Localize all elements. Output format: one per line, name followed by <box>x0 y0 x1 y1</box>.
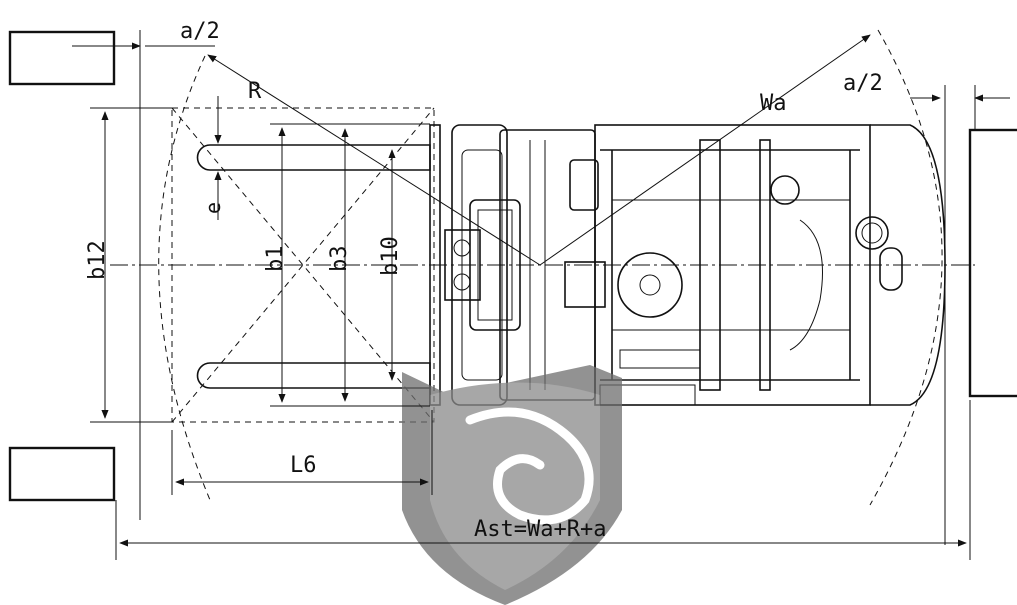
label-L6: L6 <box>290 453 317 478</box>
brick-wall-icon <box>8 446 116 502</box>
fork-upper <box>196 144 431 171</box>
label-b1: b1 <box>263 246 288 273</box>
label-a-half-left: a/2 <box>180 19 220 44</box>
steering-wheel-icon <box>617 252 683 318</box>
dim-R-arrow <box>207 54 541 266</box>
label-a-half-right: a/2 <box>843 71 883 96</box>
brick-wall-icon <box>8 30 116 86</box>
truck-body <box>564 124 946 406</box>
label-b3: b3 <box>327 246 352 273</box>
label-ast-formula: Ast=Wa+R+a <box>474 517 606 542</box>
label-b10: b10 <box>378 236 403 276</box>
dim-Wa-arrow <box>539 34 871 266</box>
fork-lower <box>196 362 431 389</box>
label-e: e <box>201 202 225 214</box>
dragon-shield-watermark <box>402 365 622 605</box>
label-Wa: Wa <box>760 91 787 116</box>
label-b12: b12 <box>85 240 110 280</box>
label-R: R <box>248 79 262 104</box>
brick-wall-icon <box>968 128 1017 398</box>
turning-arc-left <box>158 55 211 501</box>
turning-arc-right <box>869 29 943 506</box>
pallet-outline <box>171 107 435 423</box>
